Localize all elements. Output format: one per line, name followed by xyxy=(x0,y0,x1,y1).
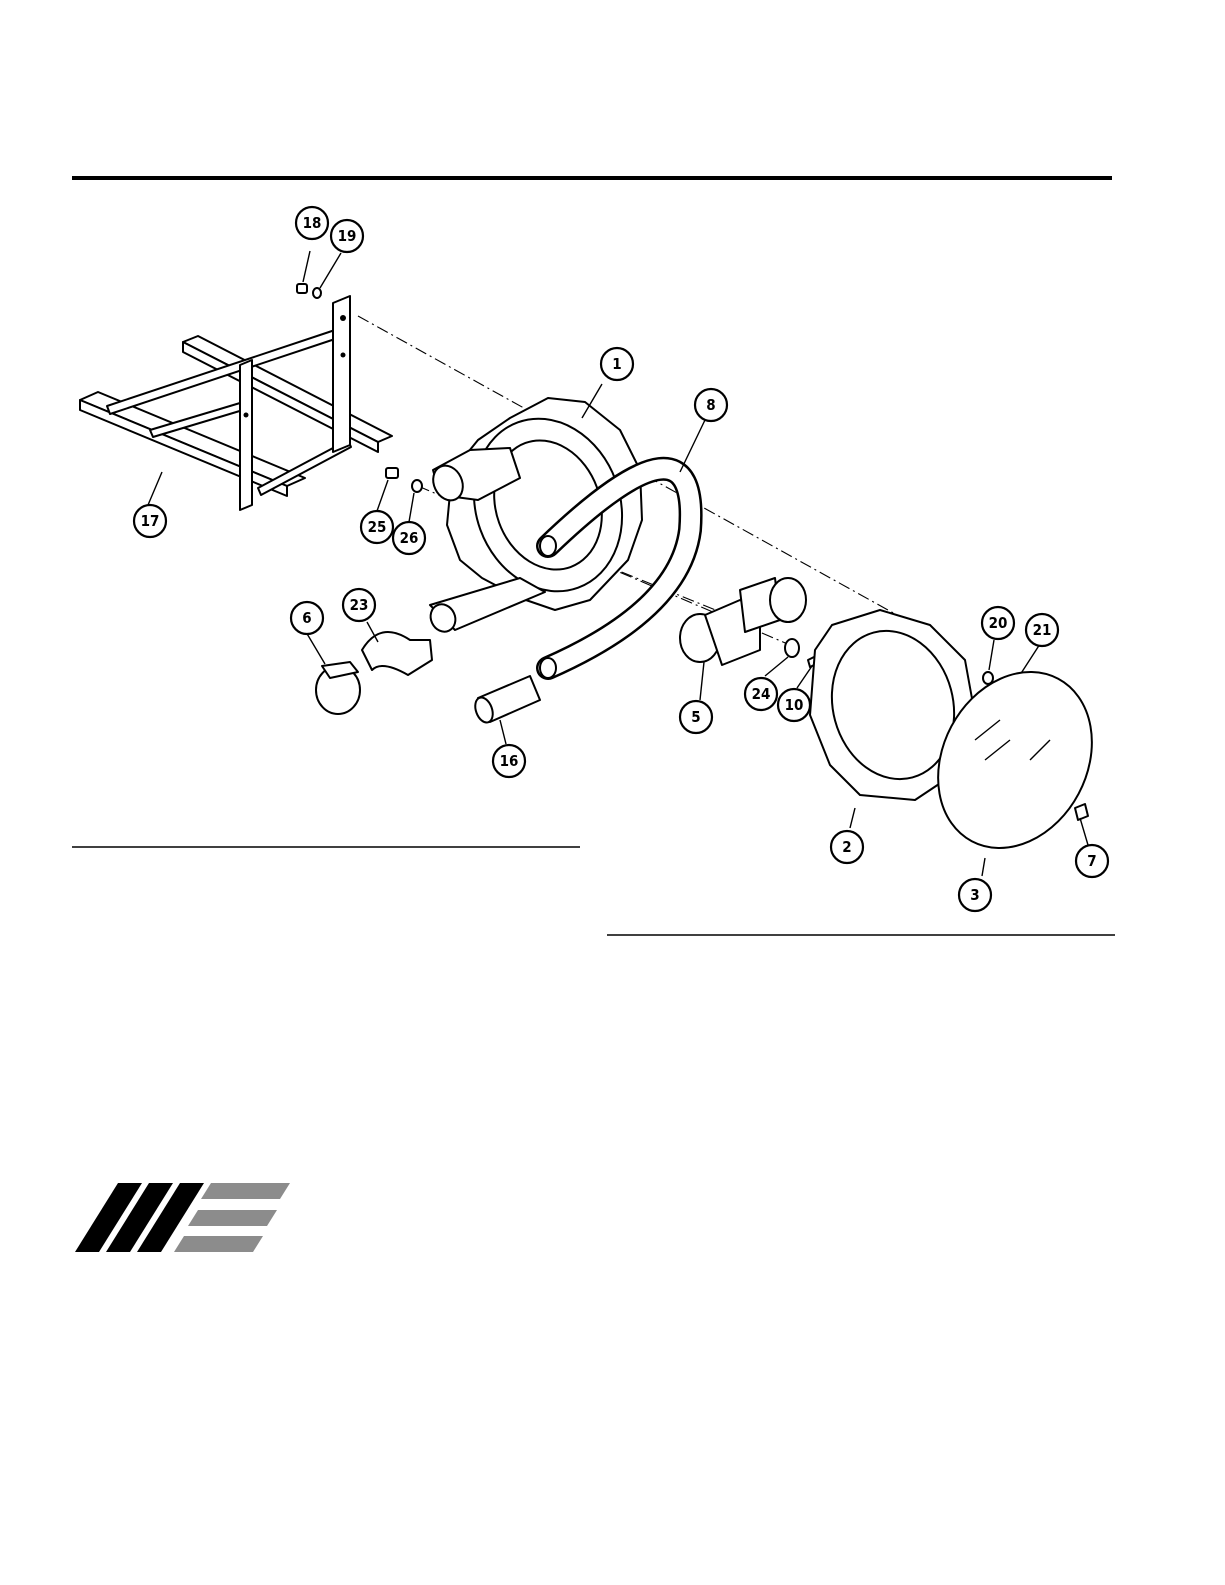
part-fitting xyxy=(472,676,540,744)
callout-19: 19 xyxy=(331,220,363,252)
callout-16: 16 xyxy=(493,745,525,777)
svg-text:18: 18 xyxy=(303,214,322,232)
callout-25: 25 xyxy=(361,511,393,543)
callout-6: 6 xyxy=(291,602,323,634)
svg-text:5: 5 xyxy=(691,708,700,726)
svg-text:7: 7 xyxy=(1087,852,1096,870)
callout-8: 8 xyxy=(695,389,727,421)
svg-text:3: 3 xyxy=(970,886,979,904)
part-bracket xyxy=(362,622,432,675)
callout-23: 23 xyxy=(343,589,375,621)
callout-26: 26 xyxy=(393,522,425,554)
svg-text:10: 10 xyxy=(785,696,804,714)
svg-text:16: 16 xyxy=(500,752,519,770)
callout-10: 10 xyxy=(778,689,810,721)
striped-emblem-logo xyxy=(75,1183,290,1252)
callout-17: 17 xyxy=(134,505,166,537)
part-clamp xyxy=(306,632,360,714)
svg-text:26: 26 xyxy=(400,529,419,547)
svg-text:17: 17 xyxy=(141,512,160,530)
svg-text:19: 19 xyxy=(338,227,357,245)
svg-text:1: 1 xyxy=(612,355,621,373)
callout-20: 20 xyxy=(982,607,1014,639)
part-screw-7 xyxy=(1075,804,1088,845)
callout-7: 7 xyxy=(1076,845,1108,877)
callout-1: 1 xyxy=(601,348,633,380)
callout-18: 18 xyxy=(296,207,328,239)
svg-text:24: 24 xyxy=(752,685,771,703)
callout-24: 24 xyxy=(745,678,777,710)
svg-text:2: 2 xyxy=(842,838,851,856)
part-housing xyxy=(426,384,646,636)
callout-21: 21 xyxy=(1026,614,1058,646)
part-frame xyxy=(80,296,392,510)
callout-5: 5 xyxy=(680,701,712,733)
part-bolt-18-washer-19 xyxy=(297,251,341,298)
svg-text:21: 21 xyxy=(1033,621,1052,639)
part-pump xyxy=(680,578,806,700)
svg-text:6: 6 xyxy=(302,609,311,627)
svg-text:8: 8 xyxy=(706,396,715,414)
callout-2: 2 xyxy=(831,831,863,863)
svg-text:25: 25 xyxy=(368,518,387,536)
svg-text:23: 23 xyxy=(350,596,369,614)
svg-text:20: 20 xyxy=(989,614,1008,632)
callout-3: 3 xyxy=(959,879,991,911)
